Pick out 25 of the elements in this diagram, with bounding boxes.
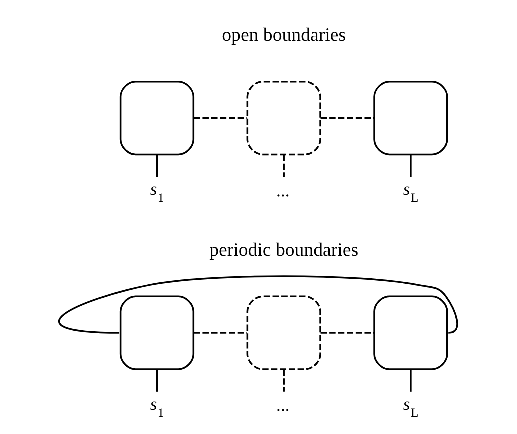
node-text: s$_{L}$ <box>403 178 419 205</box>
node-text: ... <box>276 180 290 200</box>
node-text: s$_{L}$ <box>403 393 419 420</box>
connector <box>320 332 374 334</box>
connector <box>283 154 285 177</box>
connector <box>410 369 412 392</box>
node-box <box>246 80 322 156</box>
connector <box>410 154 412 177</box>
label: periodic boundaries <box>210 239 359 260</box>
connector <box>156 154 158 177</box>
connector <box>194 332 248 334</box>
node-text: ... <box>276 394 290 415</box>
connector <box>156 369 158 392</box>
connector <box>194 116 248 119</box>
node-box <box>374 80 448 156</box>
connector <box>283 369 285 392</box>
node-box <box>120 295 195 370</box>
label: open boundaries <box>222 24 346 46</box>
connector <box>320 116 374 119</box>
connector <box>59 275 458 334</box>
node-box <box>246 295 322 370</box>
node-text: s$_{1}$ <box>150 393 164 420</box>
node-text: s$_{1}$ <box>150 178 164 205</box>
node-box <box>374 295 448 370</box>
node-box <box>120 80 195 156</box>
